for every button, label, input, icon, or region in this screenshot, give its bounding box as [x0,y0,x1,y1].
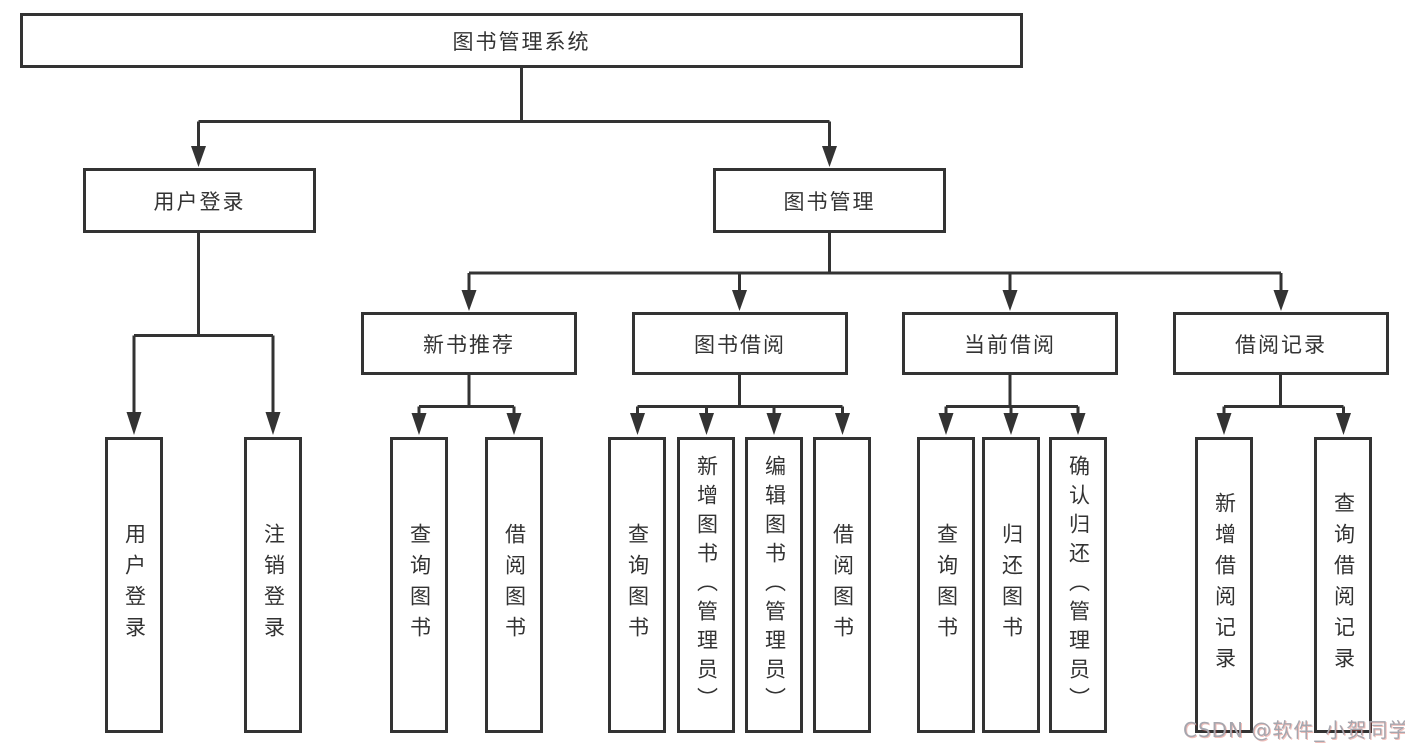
node-label: 用户登录 [153,189,246,214]
node-label: 注销登录 [261,523,286,647]
node-label: 新书推荐 [423,332,515,357]
node-label: 借阅图书 [830,523,855,647]
node-label: 新增借阅记录 [1212,492,1237,678]
node-leaf-add-books-admin: 新增图书（管理员） [677,437,735,733]
node-book-borrowing: 图书借阅 [632,312,848,375]
node-label: 借阅记录 [1235,332,1327,357]
node-new-book-recommendation: 新书推荐 [361,312,577,375]
node-label: 确认归还（管理员） [1066,454,1091,716]
node-label: 用户登录 [122,523,147,647]
node-label: 查询图书 [625,523,650,647]
node-leaf-borrow-books: 借阅图书 [813,437,871,733]
node-label: 借阅图书 [502,523,527,647]
node-borrowing-records: 借阅记录 [1173,312,1389,375]
node-leaf-query-borrow-record: 查询借阅记录 [1314,437,1372,733]
node-leaf-return-books: 归还图书 [982,437,1040,733]
node-leaf-logout: 注销登录 [244,437,302,733]
csdn-watermark: CSDN @软件_小贺同学 [1183,718,1405,742]
node-leaf-query-books: 查询图书 [390,437,448,733]
node-leaf-borrow-books: 借阅图书 [485,437,543,733]
node-label: 图书管理系统 [452,29,591,54]
node-library-management-system: 图书管理系统 [20,13,1023,68]
node-label: 当前借阅 [964,332,1056,357]
node-label: 图书管理 [783,189,876,214]
node-leaf-confirm-return-admin: 确认归还（管理员） [1049,437,1107,733]
node-book-management: 图书管理 [713,168,946,233]
node-label: 编辑图书（管理员） [762,454,787,716]
node-label: 新增图书（管理员） [694,454,719,716]
node-leaf-add-borrow-record: 新增借阅记录 [1195,437,1253,733]
node-label: 查询借阅记录 [1331,492,1356,678]
node-leaf-edit-books-admin: 编辑图书（管理员） [745,437,803,733]
node-label: 图书借阅 [694,332,786,357]
node-leaf-query-books: 查询图书 [917,437,975,733]
node-label: 查询图书 [407,523,432,647]
node-current-borrowing: 当前借阅 [902,312,1118,375]
node-label: 归还图书 [999,523,1024,647]
node-leaf-query-books: 查询图书 [608,437,666,733]
node-user-login: 用户登录 [83,168,316,233]
node-label: 查询图书 [934,523,959,647]
node-leaf-user-login: 用户登录 [105,437,163,733]
